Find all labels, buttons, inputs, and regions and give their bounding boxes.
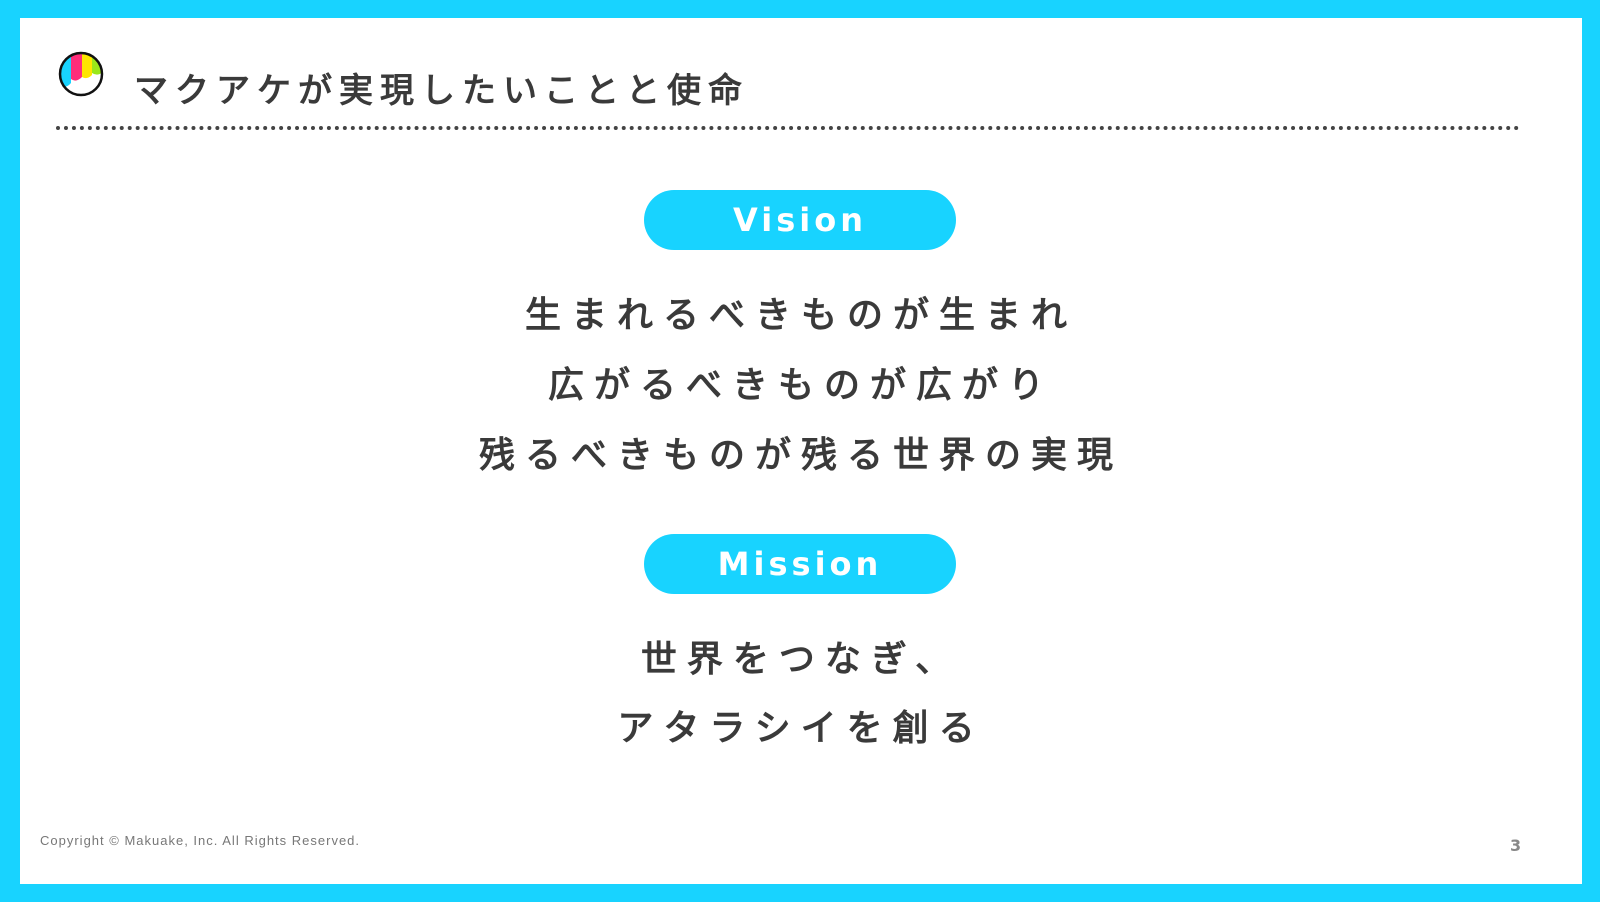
vision-badge: Vision	[644, 190, 956, 250]
vision-line: 広がるべきものが広がり	[547, 365, 1054, 406]
page-title: マクアケが実現したいことと使命	[134, 71, 749, 111]
mission-line: アタラシイを創る	[617, 708, 985, 749]
dotted-divider	[56, 126, 1520, 130]
vision-line: 生まれるべきものが生まれ	[524, 295, 1077, 336]
mission-line: 世界をつなぎ、	[640, 639, 962, 680]
makuake-logo-icon	[58, 51, 104, 97]
page-number: 3	[1510, 836, 1522, 855]
slide: マクアケが実現したいことと使命 Vision 生まれるべきものが生まれ 広がるべ…	[20, 18, 1582, 884]
vision-line: 残るべきものが残る世界の実現	[478, 435, 1123, 476]
mission-badge: Mission	[644, 534, 956, 594]
copyright-text: Copyright © Makuake, Inc. All Rights Res…	[40, 833, 361, 848]
